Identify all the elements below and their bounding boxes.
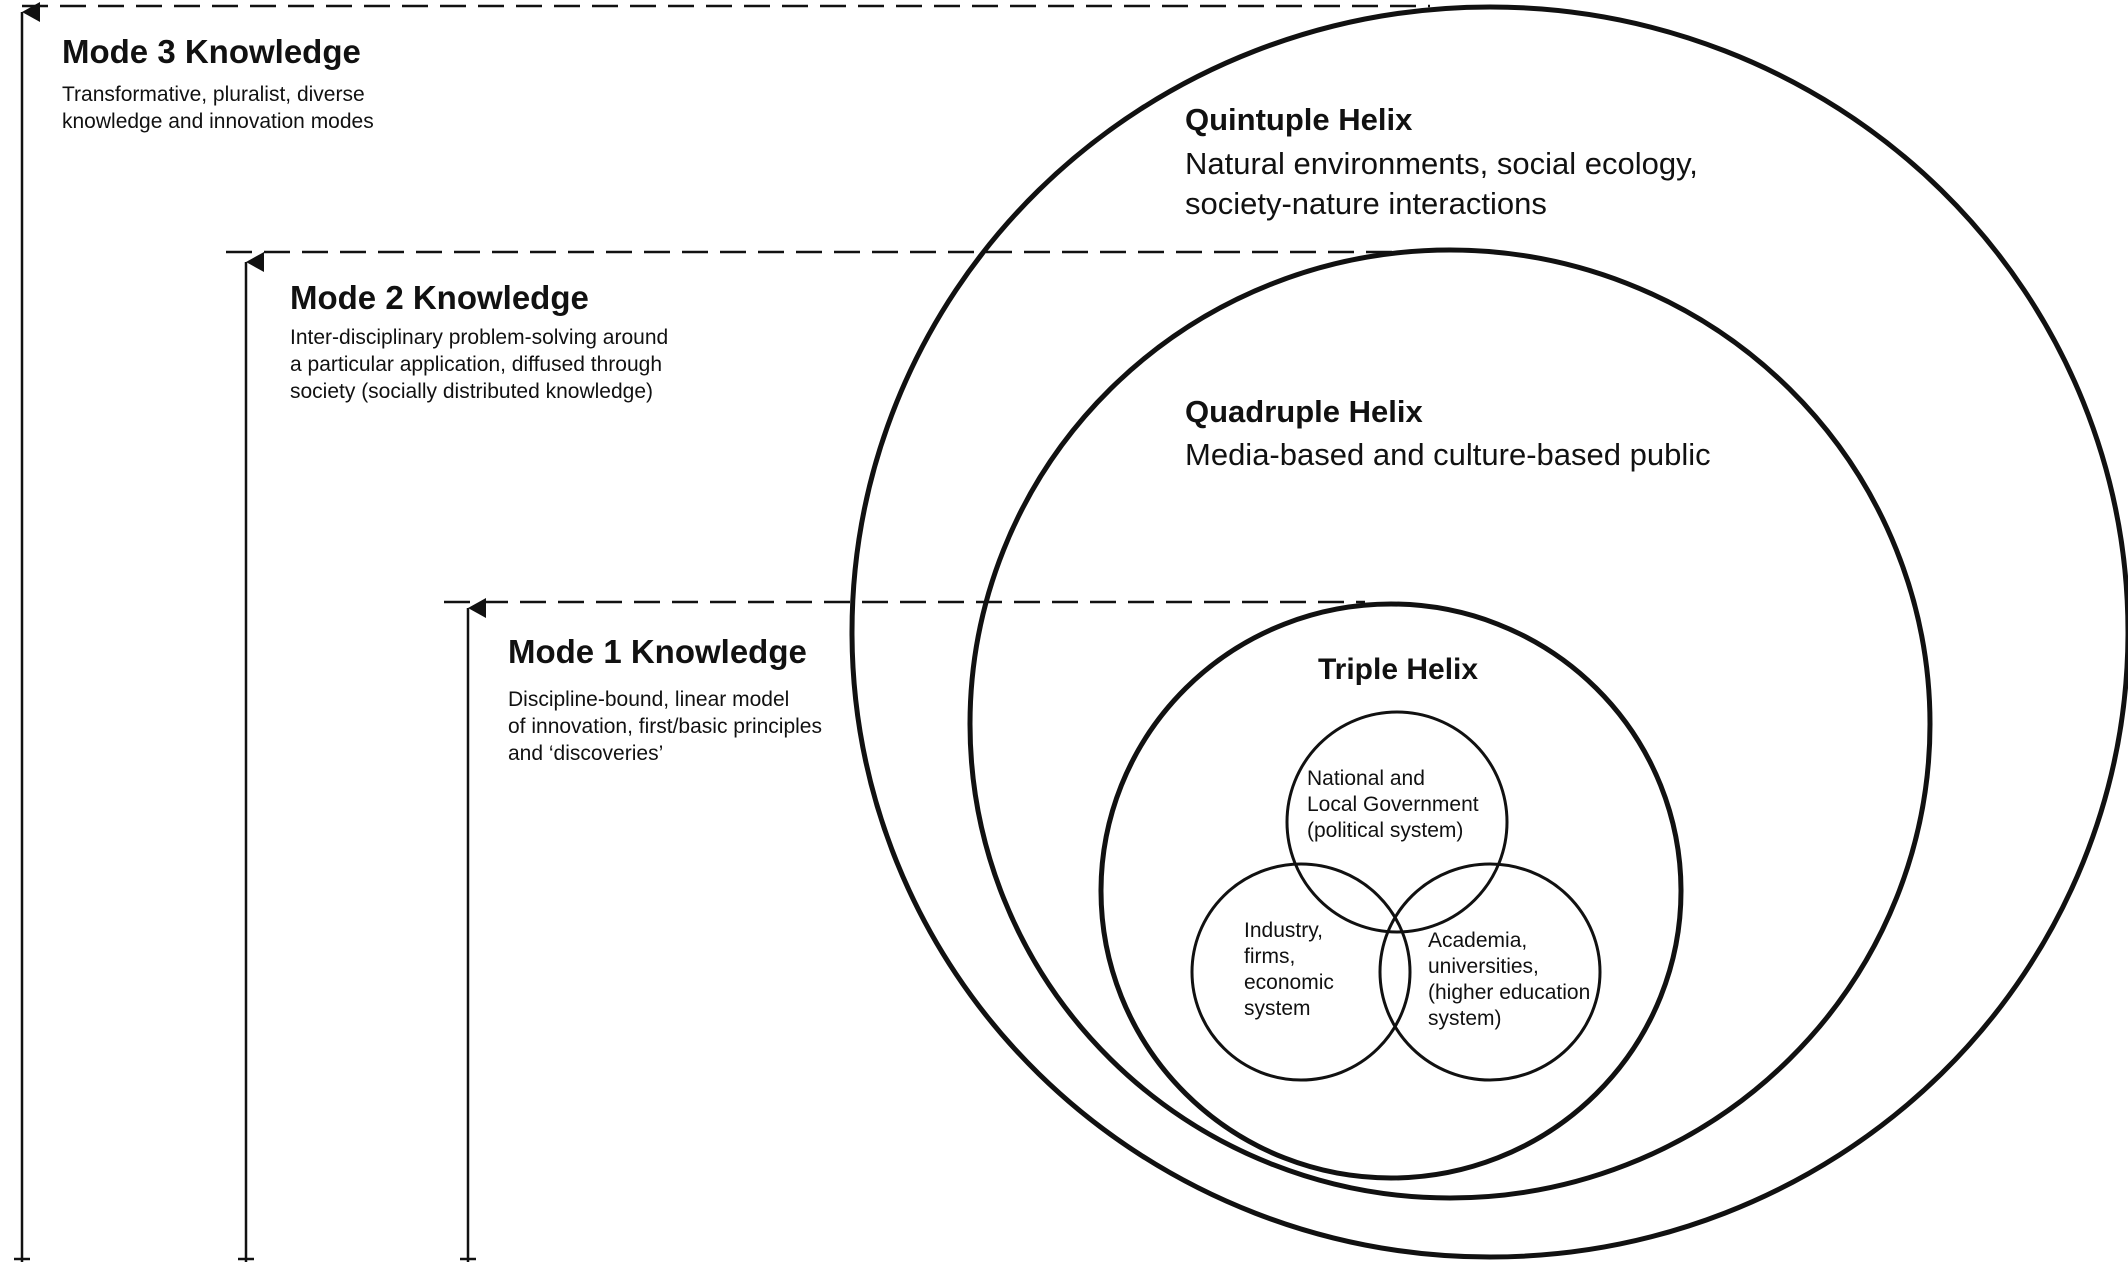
- government-label: National and Local Government (political…: [1307, 767, 1479, 842]
- industry-circle: [1190, 862, 1412, 1082]
- quadruple-helix-description: Media-based and culture-based public: [1185, 437, 1711, 472]
- mode1-title: Mode 1 Knowledge: [508, 633, 807, 670]
- mode3-title: Mode 3 Knowledge: [62, 33, 361, 70]
- academia-circle: [1378, 862, 1602, 1082]
- mode3-description: Transformative, pluralist, diverse knowl…: [62, 83, 374, 133]
- quintuple-helix-circle: [849, 4, 2128, 1260]
- academia-label: Academia, universities, (higher educatio…: [1428, 929, 1591, 1030]
- triple-helix-circle: [1098, 601, 1684, 1181]
- industry-label: Industry, firms, economic system: [1244, 919, 1334, 1020]
- government-circle: [1285, 710, 1509, 934]
- mode2-title: Mode 2 Knowledge: [290, 279, 589, 316]
- mode2-description: Inter-disciplinary problem-solving aroun…: [290, 326, 669, 403]
- mode1-description: Discipline-bound, linear model of innova…: [508, 688, 822, 765]
- triple-helix-title: Triple Helix: [1318, 653, 1479, 686]
- quintuple-helix-title: Quintuple Helix: [1185, 102, 1413, 137]
- quintuple-helix-description: Natural environments, social ecology, so…: [1185, 146, 1698, 221]
- quadruple-helix-circle: [967, 247, 1933, 1201]
- quadruple-helix-title: Quadruple Helix: [1185, 394, 1423, 429]
